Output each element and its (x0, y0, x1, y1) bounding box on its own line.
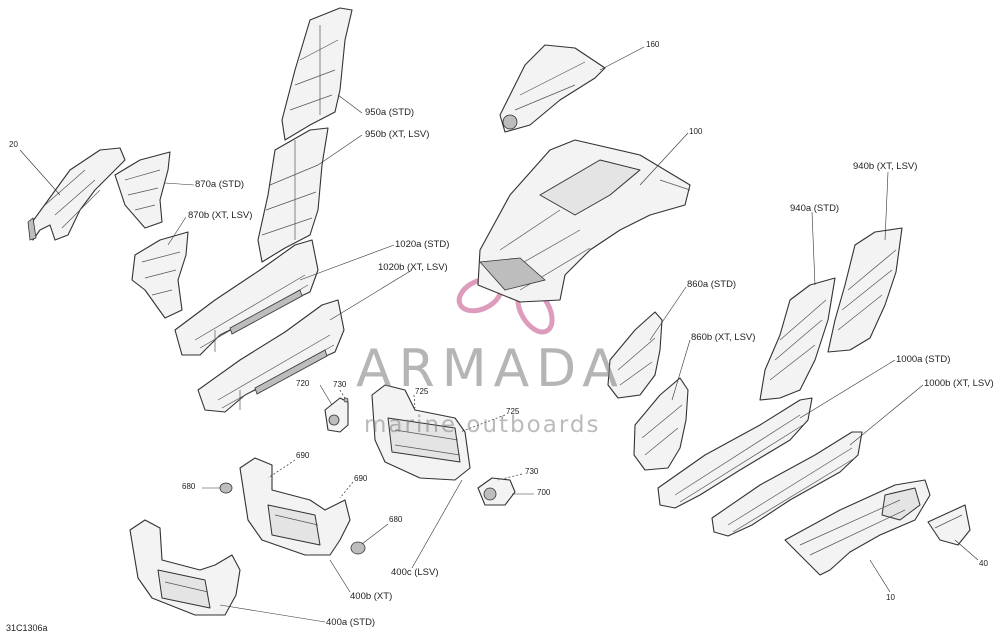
part-860b-panel (633, 377, 689, 471)
watermark-title: ARMADA (356, 339, 625, 399)
part-870b-panel (131, 231, 189, 319)
callout-725-lower: 725 (506, 407, 520, 416)
callout-400c: 400c (LSV) (391, 567, 439, 578)
part-680-cap-left (219, 482, 233, 494)
callout-730-lower: 730 (525, 467, 539, 476)
part-950b-side-panel (257, 127, 329, 263)
callout-1000b: 1000b (XT, LSV) (924, 378, 994, 389)
part-1000a-rocker (657, 397, 813, 509)
part-400a-storage (129, 519, 241, 616)
part-40-bracket (927, 504, 971, 546)
leader-lines (19, 46, 979, 623)
callout-720: 720 (296, 379, 310, 388)
callout-725-upper: 725 (415, 387, 429, 396)
callout-1000a: 1000a (STD) (896, 354, 951, 365)
part-730-screw-upper (343, 397, 349, 403)
callout-870a: 870a (STD) (195, 179, 245, 190)
part-1020b-rocker-panel (197, 299, 345, 413)
part-20-fender (27, 147, 126, 241)
callout-690-left: 690 (296, 451, 310, 460)
part-100-hood (477, 139, 691, 303)
part-940b-door-panel (827, 227, 903, 353)
part-400b-storage (239, 457, 351, 556)
part-940a-door-panel (759, 277, 836, 401)
callout-1020a: 1020a (STD) (395, 239, 450, 250)
callout-860b: 860b (XT, LSV) (691, 332, 756, 343)
callout-100: 100 (689, 127, 703, 136)
callout-10: 10 (886, 593, 895, 602)
part-1020a-rocker-panel (174, 239, 319, 356)
part-10-skid (784, 479, 931, 576)
part-1000b-rocker (711, 431, 863, 537)
callout-940a: 940a (STD) (790, 203, 840, 214)
callout-680-right: 680 (389, 515, 403, 524)
part-160-console (499, 44, 606, 133)
callout-690-right: 690 (354, 474, 368, 483)
part-870a-panel (114, 151, 171, 229)
callout-730-upper: 730 (333, 380, 347, 389)
callout-940b: 940b (XT, LSV) (853, 161, 918, 172)
callout-950a: 950a (STD) (365, 107, 415, 118)
part-700-handle (477, 477, 516, 506)
document-id: 31C1306a (6, 623, 48, 633)
callout-20: 20 (9, 140, 18, 149)
part-400c-storage (371, 384, 471, 481)
watermark-subtitle: marine outboards (364, 412, 601, 438)
part-860a-panel (607, 311, 663, 399)
part-680-cap-right (350, 541, 366, 555)
callout-40: 40 (979, 559, 988, 568)
callout-400b: 400b (XT) (350, 591, 393, 602)
callout-1020b: 1020b (XT, LSV) (378, 262, 448, 273)
callout-400a: 400a (STD) (326, 617, 376, 628)
part-950a-side-panel (281, 7, 353, 141)
callout-680-left: 680 (182, 482, 196, 491)
callout-860a: 860a (STD) (687, 279, 737, 290)
callout-160: 160 (646, 40, 660, 49)
callout-700: 700 (537, 488, 551, 497)
callout-870b: 870b (XT, LSV) (188, 210, 253, 221)
part-720-latch (324, 397, 349, 433)
callout-950b: 950b (XT, LSV) (365, 129, 430, 140)
